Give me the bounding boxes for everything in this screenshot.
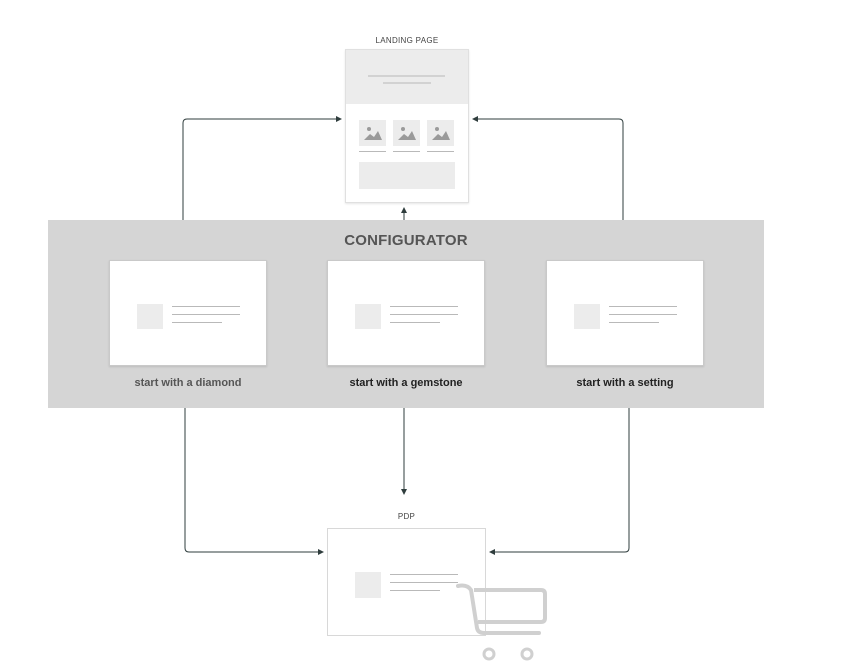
thumbnail-placeholder bbox=[137, 304, 163, 329]
option-label-gemstone: start with a gemstone bbox=[349, 377, 463, 389]
text-line-placeholder bbox=[609, 306, 677, 307]
landing-hero-placeholder bbox=[346, 50, 468, 104]
text-line-placeholder bbox=[172, 322, 222, 323]
text-line-placeholder bbox=[609, 322, 659, 323]
thumbnail-placeholder bbox=[355, 304, 381, 329]
landing-cta-placeholder bbox=[359, 162, 455, 189]
landing-image-placeholder bbox=[359, 120, 386, 146]
landing-image-placeholder bbox=[427, 120, 454, 146]
text-line-placeholder bbox=[390, 322, 440, 323]
arrow-diamond-to-pdp bbox=[184, 408, 324, 555]
cart-icon bbox=[456, 583, 547, 661]
landing-caption-line bbox=[393, 151, 420, 152]
landing-page-label: LANDING PAGE bbox=[375, 36, 439, 45]
option-label-setting: start with a setting bbox=[576, 377, 674, 389]
text-line-placeholder bbox=[172, 314, 240, 315]
image-icon bbox=[398, 127, 416, 140]
image-icon bbox=[432, 127, 450, 140]
option-label-diamond: start with a diamond bbox=[134, 377, 242, 389]
text-line-placeholder bbox=[390, 306, 458, 307]
text-line-placeholder bbox=[172, 306, 240, 307]
option-card-setting[interactable] bbox=[546, 260, 704, 366]
landing-image-placeholder bbox=[393, 120, 420, 146]
thumbnail-placeholder bbox=[355, 572, 381, 598]
landing-caption-line bbox=[427, 151, 454, 152]
configurator-title: CONFIGURATOR bbox=[344, 232, 468, 249]
image-icon bbox=[364, 127, 382, 140]
arrow-configurator-to-landing-left bbox=[182, 116, 342, 220]
text-line-placeholder bbox=[390, 590, 440, 591]
arrow-configurator-to-landing-right bbox=[472, 116, 624, 220]
pdp-label: PDP bbox=[397, 512, 416, 521]
text-line-placeholder bbox=[390, 582, 458, 583]
option-card-diamond[interactable] bbox=[109, 260, 267, 366]
text-line-placeholder bbox=[390, 574, 458, 575]
pdp-wireframe bbox=[327, 528, 486, 636]
text-line-placeholder bbox=[609, 314, 677, 315]
landing-caption-line bbox=[359, 151, 386, 152]
text-line-placeholder bbox=[390, 314, 458, 315]
option-card-gemstone[interactable] bbox=[327, 260, 485, 366]
arrow-setting-to-pdp bbox=[489, 408, 630, 555]
thumbnail-placeholder bbox=[574, 304, 600, 329]
